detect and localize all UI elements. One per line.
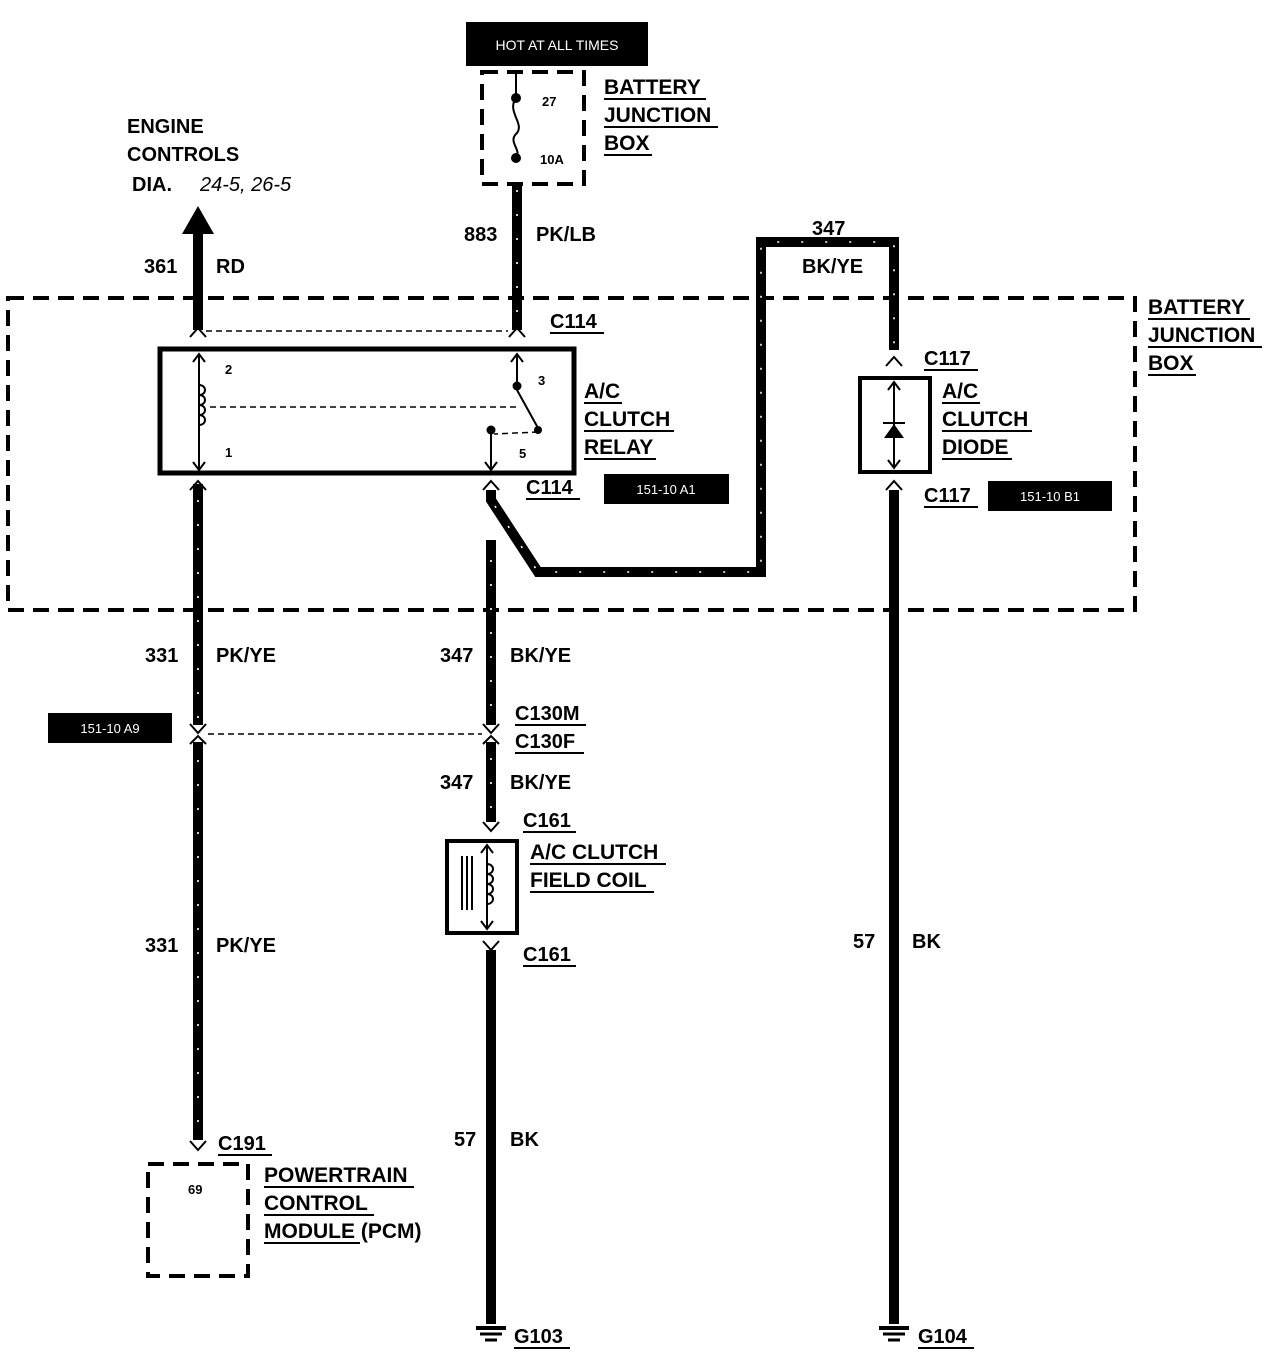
c117-top-connector-icon: [885, 355, 903, 367]
ref-tag-left: 151-10 A9: [48, 713, 172, 743]
svg-text:BATTERY: BATTERY: [1148, 296, 1245, 319]
circuit-361-color: RD: [216, 256, 245, 278]
c114-top-connector-icon: [189, 326, 526, 338]
circuit-347-top-number: 347: [812, 218, 845, 240]
svg-text:HOT AT ALL TIMES: HOT AT ALL TIMES: [496, 37, 619, 53]
g103-label: G103: [514, 1326, 563, 1348]
fuse-icon: [511, 74, 521, 163]
fuse-box-outline: [480, 70, 586, 186]
c117-top-label: C117: [924, 348, 971, 370]
svg-text:151-10 A9: 151-10 A9: [80, 721, 139, 736]
c191-label: C191: [218, 1133, 266, 1155]
fuse-number: 27: [542, 94, 556, 109]
battery-junction-box-outline: [6, 296, 1137, 612]
relay-pin-1: 1: [225, 445, 232, 460]
relay-box: [157, 346, 577, 476]
svg-text:POWERTRAIN: POWERTRAIN: [264, 1164, 408, 1187]
arrow-up-icon: [182, 206, 214, 234]
diode-icon: [883, 380, 905, 470]
ground-icon: [879, 1326, 909, 1342]
svg-text:BATTERY: BATTERY: [604, 76, 701, 99]
c130m-label: C130M: [515, 703, 579, 725]
svg-text:DIA.: DIA.: [132, 174, 172, 196]
circuit-331-upper-number: 331: [145, 645, 178, 667]
svg-text:CLUTCH: CLUTCH: [584, 408, 670, 431]
relay-pin-2: 2: [225, 362, 232, 377]
svg-text:BOX: BOX: [604, 132, 650, 155]
circuit-331-lower-number: 331: [145, 935, 178, 957]
svg-text:151-10 B1: 151-10 B1: [1020, 489, 1080, 504]
circuit-57-mid-color: BK: [510, 1129, 539, 1151]
relay-coil-icon: [192, 352, 520, 472]
svg-text:FIELD COIL: FIELD COIL: [530, 869, 647, 892]
relay-switch-icon: [484, 352, 542, 472]
circuit-57-right-number: 57: [853, 931, 875, 953]
hot-at-all-times-tag: HOT AT ALL TIMES: [466, 22, 648, 66]
circuit-347-top-color: BK/YE: [802, 256, 863, 278]
pcm-label: POWERTRAIN CONTROL MODULE (PCM): [264, 1164, 422, 1244]
battery-junction-box-side-label: BATTERY JUNCTION BOX: [1148, 296, 1262, 376]
circuit-347-mid-number: 347: [440, 645, 473, 667]
wire-361: [182, 206, 214, 330]
svg-text:CONTROLS: CONTROLS: [127, 144, 239, 166]
relay-pin-5: 5: [519, 446, 526, 461]
circuit-347-lower-color: BK/YE: [510, 772, 571, 794]
c161-top-label: C161: [523, 810, 571, 832]
pcm-box: [146, 1162, 250, 1278]
field-coil-box: [445, 839, 519, 935]
c130f-label: C130F: [515, 731, 575, 753]
svg-text:A/C: A/C: [584, 380, 620, 403]
ref-tag-diode: 151-10 B1: [988, 481, 1112, 511]
svg-text:CLUTCH: CLUTCH: [942, 408, 1028, 431]
pcm-pin: 69: [188, 1182, 202, 1197]
field-coil-label: A/C CLUTCH FIELD COIL: [530, 841, 666, 893]
battery-junction-box-top-label: BATTERY JUNCTION BOX: [604, 76, 718, 156]
c114-top-label: C114: [550, 311, 598, 333]
svg-text:A/C: A/C: [942, 380, 978, 403]
fuse-rating: 10A: [540, 152, 564, 167]
c191-connector-icon: [189, 1140, 207, 1152]
c114-bottom-connector-icon: [189, 479, 500, 491]
g104-label: G104: [918, 1326, 968, 1348]
svg-text:151-10 A1: 151-10 A1: [636, 482, 695, 497]
wire-347-loop: [486, 237, 899, 577]
c130-connector-icon: [189, 723, 500, 745]
c161-bottom-connector-icon: [482, 940, 500, 952]
ground-icon: [476, 1326, 506, 1342]
svg-text:A/C CLUTCH: A/C CLUTCH: [530, 841, 658, 864]
circuit-331-upper-color: PK/YE: [216, 645, 276, 667]
ref-tag-relay: 151-10 A1: [604, 474, 729, 504]
svg-text:CONTROL: CONTROL: [264, 1192, 368, 1215]
svg-text:JUNCTION: JUNCTION: [1148, 324, 1255, 347]
diode-box: [858, 376, 932, 474]
relay-label: A/C CLUTCH RELAY: [584, 380, 674, 460]
field-coil-icon: [461, 843, 494, 931]
c117-bottom-connector-icon: [885, 479, 903, 491]
circuit-347-lower-number: 347: [440, 772, 473, 794]
circuit-331-lower-color: PK/YE: [216, 935, 276, 957]
svg-text:BOX: BOX: [1148, 352, 1194, 375]
svg-text:RELAY: RELAY: [584, 436, 653, 459]
svg-text:MODULE (PCM): MODULE (PCM): [264, 1220, 422, 1243]
svg-text:JUNCTION: JUNCTION: [604, 104, 711, 127]
circuit-883-color: PK/LB: [536, 224, 596, 246]
svg-text:ENGINE: ENGINE: [127, 116, 204, 138]
circuit-883-number: 883: [464, 224, 497, 246]
c161-top-connector-icon: [482, 821, 500, 833]
c161-bottom-label: C161: [523, 944, 571, 966]
relay-pin-3: 3: [538, 373, 545, 388]
svg-text:24-5, 26-5: 24-5, 26-5: [199, 174, 292, 196]
circuit-361-number: 361: [144, 256, 177, 278]
c117-bottom-label: C117: [924, 485, 971, 507]
circuit-57-mid-number: 57: [454, 1129, 476, 1151]
diode-label: A/C CLUTCH DIODE: [942, 380, 1032, 460]
circuit-57-right-color: BK: [912, 931, 941, 953]
circuit-347-mid-color: BK/YE: [510, 645, 571, 667]
engine-controls-label: ENGINE CONTROLS DIA. 24-5, 26-5: [127, 116, 292, 196]
c114-bottom-label: C114: [526, 477, 574, 499]
svg-text:DIODE: DIODE: [942, 436, 1009, 459]
